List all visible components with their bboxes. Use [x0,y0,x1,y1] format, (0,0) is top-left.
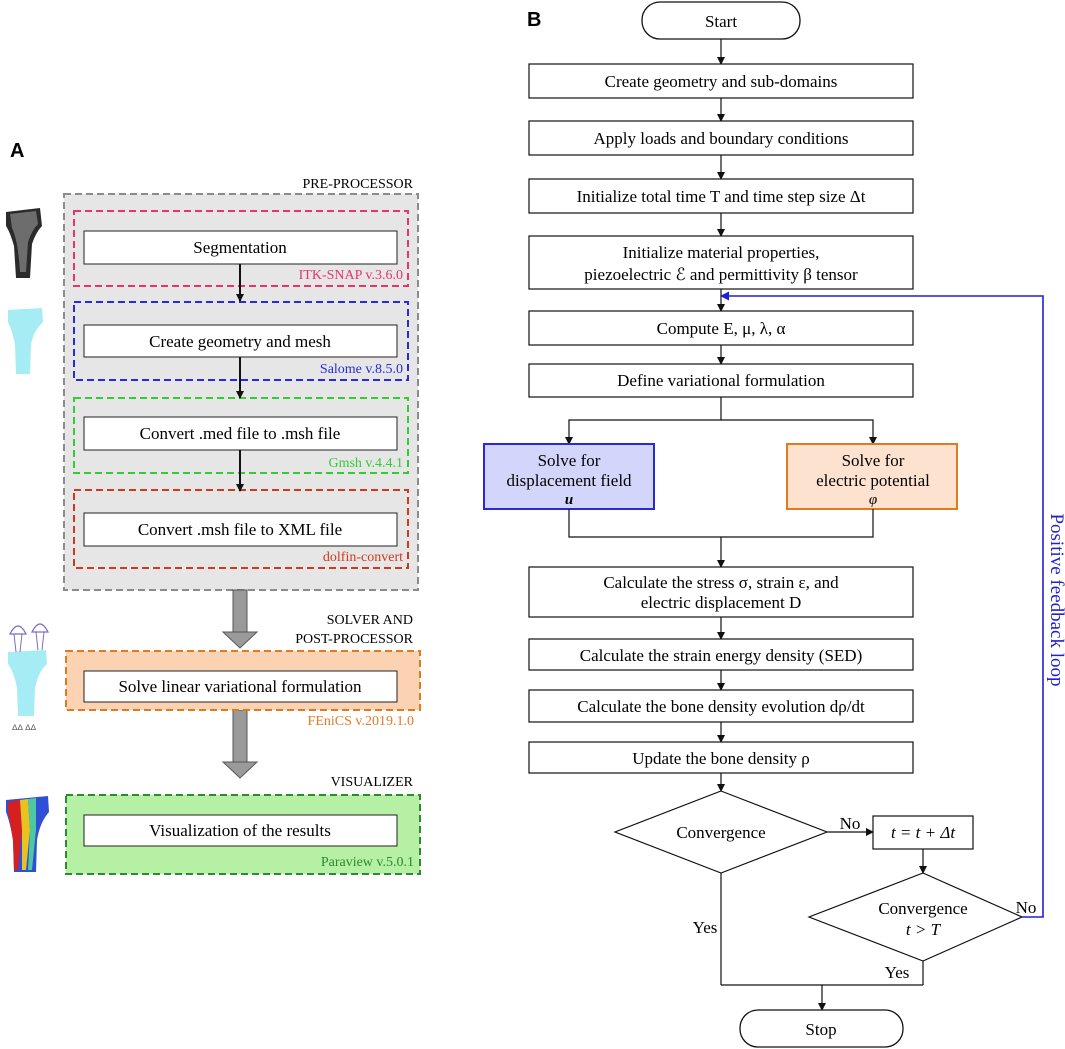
stress-box [528,566,914,618]
med-to-msh-box [83,416,398,451]
init-time-box [528,178,914,214]
fenics-label: FEniCS v.2019.1.0 [308,714,414,729]
med-to-msh-label: Convert .med file to .msh file [140,424,341,443]
gmsh-label: Gmsh v.4.4.1 [328,456,403,471]
solver-title-1: SOLVER AND [327,613,413,628]
solver-label: Solve linear variational formulation [118,677,362,696]
solver-box [83,670,398,703]
yes-label-2: Yes [885,963,910,982]
segmentation-label: Segmentation [193,238,287,257]
apply-loads-label: Apply loads and boundary conditions [594,129,849,148]
compute-label: Compute E, μ, λ, α [657,319,786,338]
displacement-symbol: u [565,492,573,508]
feedback-loop-label: Positive feedback loop [1046,513,1065,686]
arrow-split-right [721,419,877,445]
solve-displacement-line2: displacement field [506,471,632,490]
init-material-line2: piezoelectric ℰ and permittivity β tenso… [584,265,858,284]
potential-symbol: φ [869,492,877,508]
compute-box [528,310,914,346]
solve-potential-box [786,443,958,510]
define-variational-label: Define variational formulation [617,371,825,390]
geometry-mesh-box [83,324,398,358]
visualizer-box [83,814,398,847]
no-label-2: No [1016,898,1037,917]
sed-box [528,638,914,671]
density-evolution-label: Calculate the bone density evolution dρ/… [577,697,865,716]
stop-terminal [739,1009,904,1048]
time-update-label: t = t + Δt [891,823,956,842]
feedback-loop-line [720,291,1044,918]
convergence2-line2: t > T [906,920,942,939]
panel-b: B Start Create geometry and sub-domains … [483,1,1065,1048]
visualizer-title: VISUALIZER [331,775,414,790]
visualizer-label: Visualization of the results [149,821,331,840]
merge-line [568,509,874,538]
init-time-label: Initialize total time T and time step si… [577,187,866,206]
create-geometry-box [528,63,914,99]
solve-potential-line1: Solve for [842,451,905,470]
bc-glyph: ᐃᐃ ᐃᐃ [12,723,37,732]
dolfin-convert-label: dolfin-convert [323,550,403,565]
solve-potential-line2: electric potential [816,471,930,490]
solve-displacement-line1: Solve for [538,451,601,470]
convergence2-line1: Convergence [878,899,967,918]
gray-arrow-1 [221,589,259,649]
no-label-1: No [840,814,861,833]
solve-displacement-box [483,443,655,510]
panel-a: A PRE-PROCESSOR Segmentation ITK-SNAP v.… [6,140,421,875]
segmentation-box [83,230,398,265]
stop-label: Stop [805,1020,836,1039]
bone-ct-image [6,208,42,278]
yes-label-1: Yes [693,918,718,937]
convergence-label: Convergence [676,823,765,842]
start-label: Start [705,12,737,31]
init-material-box [528,235,914,290]
panel-a-label: A [10,140,24,162]
gray-arrow-2 [221,709,259,779]
paraview-label: Paraview v.5.0.1 [321,855,414,870]
bone-loaded-image: ᐃᐃ ᐃᐃ [8,623,49,732]
update-density-label: Update the bone density ρ [632,749,810,768]
bone-geometry-image [8,308,43,374]
init-material-line1: Initialize material properties, [623,243,820,262]
apply-loads-box [528,120,914,156]
solver-title-2: POST-PROCESSOR [295,632,413,647]
pre-processor-title: PRE-PROCESSOR [303,177,414,192]
stress-line1: Calculate the stress σ, strain ε, and [603,573,839,592]
time-update-box [872,815,974,850]
density-evolution-box [528,689,914,723]
itk-snap-label: ITK-SNAP v.3.6.0 [299,268,403,283]
geometry-mesh-label: Create geometry and mesh [149,332,331,351]
define-variational-box [528,363,914,398]
salome-label: Salome v.8.5.0 [320,362,403,377]
sed-label: Calculate the strain energy density (SED… [580,646,862,665]
panel-b-label: B [527,9,541,31]
arrow-split-left [565,397,722,445]
msh-to-xml-box [83,512,398,547]
create-geometry-label: Create geometry and sub-domains [605,72,838,91]
bone-result-image [6,796,49,872]
msh-to-xml-label: Convert .msh file to XML file [138,520,342,539]
stress-line2: electric displacement D [641,593,801,612]
